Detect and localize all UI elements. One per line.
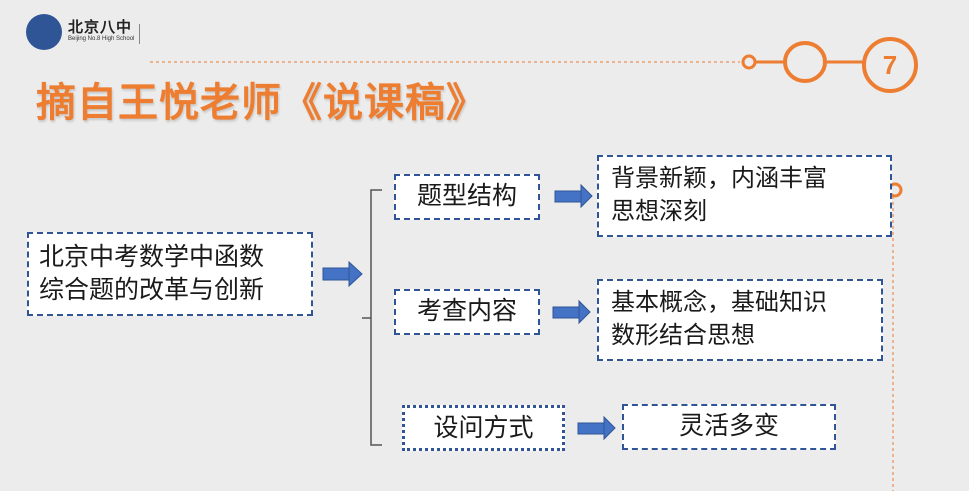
- header-small-circle: [741, 54, 757, 70]
- school-name-en: Beijing No.8 High School: [68, 36, 135, 42]
- branch-detail-2-line2: 数形结合思想: [611, 321, 755, 349]
- branch-label-box-2: 考查内容: [394, 289, 540, 335]
- branch-detail-box-3: 灵活多变: [622, 404, 836, 450]
- branch-detail-box-2: 基本概念，基础知识 数形结合思想: [597, 279, 883, 361]
- logo-separator: [139, 24, 140, 44]
- main-topic-line2: 综合题的改革与创新: [39, 275, 265, 304]
- branch-arrow-2: [552, 299, 591, 325]
- branch-label-box-3: 设问方式: [402, 405, 565, 451]
- page-number-badge: 7: [862, 37, 918, 93]
- branch-detail-1-line1: 背景新颖，内涵丰富: [611, 164, 827, 192]
- grouping-brace: [362, 189, 382, 446]
- branch-arrow-3: [577, 415, 616, 441]
- school-logo-icon: [26, 14, 62, 50]
- main-arrow: [322, 260, 363, 288]
- main-topic-box: 北京中考数学中函数 综合题的改革与创新: [27, 232, 313, 316]
- branch-label-box-1: 题型结构: [394, 174, 540, 220]
- school-name-cn: 北京八中: [68, 18, 133, 36]
- main-topic-line1: 北京中考数学中函数: [39, 242, 265, 271]
- branch-arrow-1: [554, 183, 593, 209]
- branch-detail-box-1: 背景新颖，内涵丰富 思想深刻: [597, 155, 892, 237]
- header-medium-circle: [783, 41, 827, 83]
- slide-title: 摘自王悦老师《说课稿》: [36, 79, 487, 126]
- branch-detail-2-line1: 基本概念，基础知识: [611, 288, 827, 316]
- branch-detail-1-line2: 思想深刻: [611, 197, 707, 225]
